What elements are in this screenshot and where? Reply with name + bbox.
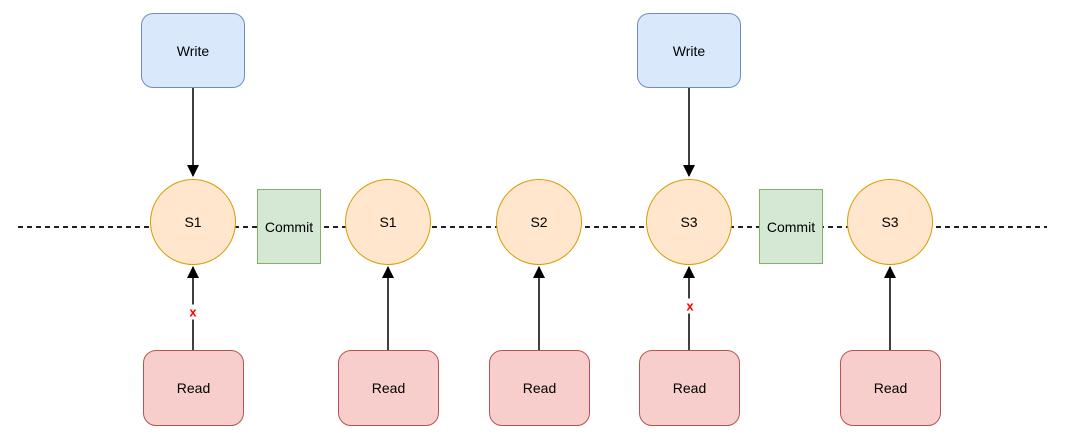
write-box-1: Write	[141, 13, 245, 88]
read-box-3: Read	[489, 350, 590, 426]
state-circle-s1-1: S1	[150, 179, 236, 265]
state-circle-s2: S2	[496, 179, 582, 265]
read-box-1: Read	[143, 350, 244, 426]
commit-box-1: Commit	[257, 189, 321, 264]
read-box-4: Read	[639, 350, 740, 426]
blocked-x-mark-1: x	[188, 304, 198, 320]
state-circle-s1-2: S1	[345, 179, 431, 265]
read-box-2: Read	[338, 350, 439, 426]
read-box-5: Read	[840, 350, 941, 426]
commit-box-2: Commit	[759, 189, 823, 264]
state-circle-s3-2: S3	[847, 179, 933, 265]
state-circle-s3-1: S3	[646, 179, 732, 265]
write-box-2: Write	[637, 13, 741, 88]
blocked-x-mark-2: x	[685, 298, 695, 314]
